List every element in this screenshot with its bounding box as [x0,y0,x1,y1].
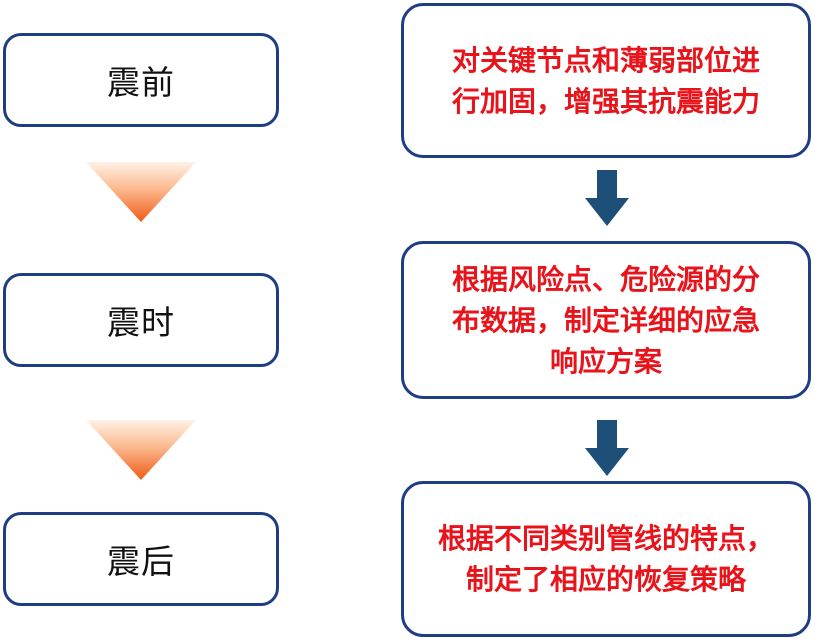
measure-box-before: 对关键节点和薄弱部位进 行加固，增强其抗震能力 [401,3,811,158]
stage-box-before: 震前 [3,33,279,127]
orange-chevron-down-icon [86,162,196,222]
blue-arrow-down-icon [585,420,629,476]
measure-text-before: 对关键节点和薄弱部位进 行加固，增强其抗震能力 [451,43,760,118]
stage-box-after: 震后 [3,512,279,606]
measure-box-after: 根据不同类别管线的特点， 制定了相应的恢复策略 [401,481,811,637]
stage-label-before: 震前 [107,63,175,102]
orange-chevron-down-icon [86,420,196,480]
blue-arrow-down-icon [585,170,629,226]
measure-text-during: 根据风险点、危险源的分 布数据，制定详细的应急 响应方案 [451,262,760,378]
stage-label-during: 震时 [107,303,175,342]
stage-label-after: 震后 [107,542,175,581]
measure-text-after: 根据不同类别管线的特点， 制定了相应的恢复策略 [437,522,774,596]
measure-box-during: 根据风险点、危险源的分 布数据，制定详细的应急 响应方案 [401,241,811,399]
stage-box-during: 震时 [3,273,279,367]
